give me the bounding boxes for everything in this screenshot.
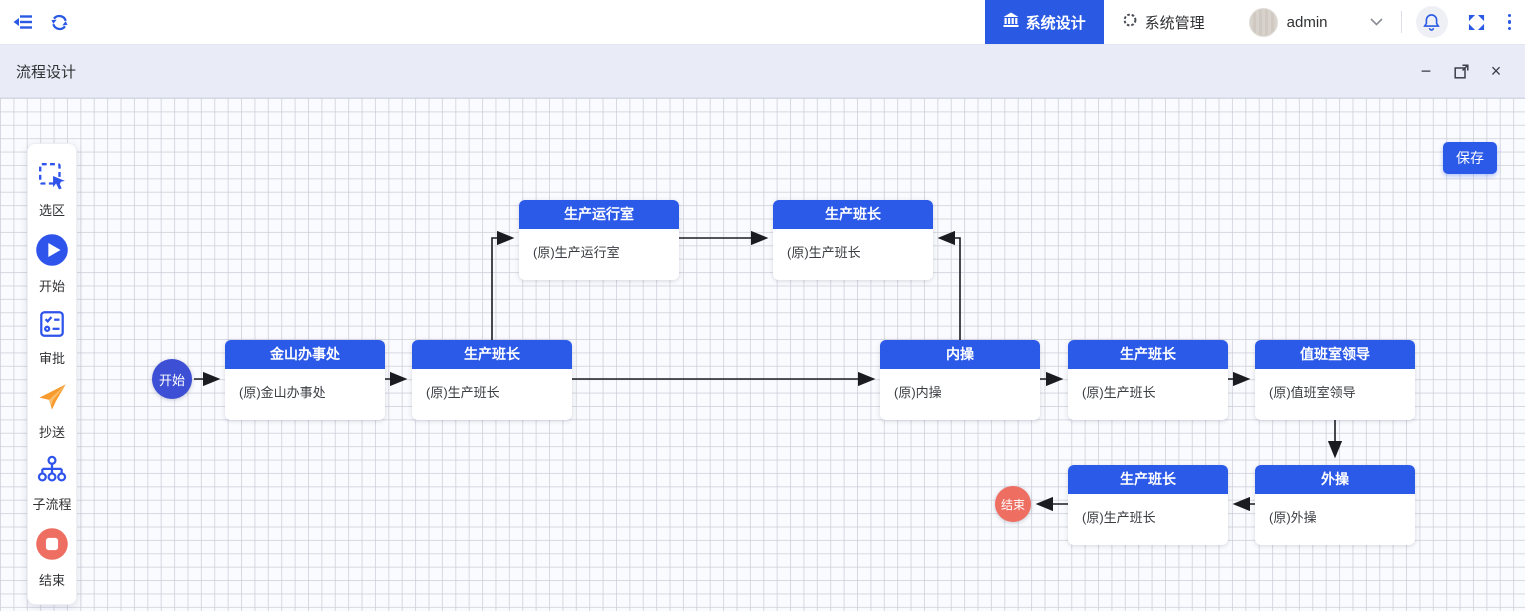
palette-item-label: 审批 <box>38 351 65 366</box>
flow-canvas[interactable]: 选区开始审批抄送子流程结束 开始 结束 保存 生产运行室(原)生产运行室生产班长… <box>0 98 1525 611</box>
gear-icon <box>1122 12 1138 32</box>
tab-label: 系统设计 <box>1025 14 1086 32</box>
flow-node[interactable]: 值班室领导 (原)值班室领导 <box>1255 340 1415 420</box>
save-button[interactable]: 保存 <box>1443 142 1497 174</box>
subprocess-icon <box>37 455 67 490</box>
end-node-label: 结束 <box>1000 497 1025 512</box>
flow-node-subtitle: (原)内操 <box>894 385 942 400</box>
palette-item-approve[interactable]: 审批 <box>37 302 67 374</box>
notification-bell-icon[interactable] <box>1415 6 1448 38</box>
fullscreen-icon[interactable] <box>1464 9 1490 35</box>
flow-node[interactable]: 生产班长 (原)生产班长 <box>773 200 933 280</box>
selection-icon <box>37 161 67 196</box>
palette-item-label: 开始 <box>38 279 65 294</box>
palette-item-end[interactable]: 结束 <box>35 520 69 596</box>
tab-label: 系统管理 <box>1144 14 1205 32</box>
maximize-icon[interactable] <box>1452 62 1470 80</box>
flow-node-subtitle: (原)生产班长 <box>1082 385 1156 400</box>
minimize-icon[interactable]: − <box>1420 61 1432 81</box>
cc-send-icon <box>36 381 68 418</box>
flow-node[interactable]: 外操 (原)外操 <box>1255 465 1415 545</box>
more-options-icon[interactable] <box>1504 13 1525 31</box>
panel-header: 流程设计 − × <box>0 44 1525 98</box>
flow-node[interactable]: 内操 (原)内操 <box>880 340 1040 420</box>
palette-item-label: 抄送 <box>38 425 65 440</box>
refresh-icon[interactable] <box>48 11 70 33</box>
palette-item-subflow[interactable]: 子流程 <box>32 448 72 520</box>
flow-node-title: 生产班长 <box>412 340 572 369</box>
flow-node[interactable]: 金山办事处 (原)金山办事处 <box>225 340 385 420</box>
top-navbar: 系统设计 系统管理 admin <box>0 0 1525 44</box>
flow-node-title: 生产班长 <box>1068 340 1228 369</box>
user-name: admin <box>1286 13 1328 31</box>
node-palette: 选区开始审批抄送子流程结束 <box>27 143 77 605</box>
palette-item-start[interactable]: 开始 <box>35 226 69 302</box>
end-node[interactable]: 结束 <box>995 486 1031 522</box>
palette-item-label: 选区 <box>38 203 65 218</box>
collapse-sidebar-icon[interactable] <box>12 11 34 33</box>
palette-item-cc[interactable]: 抄送 <box>36 374 68 448</box>
avatar <box>1248 7 1278 37</box>
tab-system-management[interactable]: 系统管理 <box>1104 0 1223 44</box>
flow-node-subtitle: (原)外操 <box>1269 510 1317 525</box>
flow-node-title: 金山办事处 <box>225 340 385 369</box>
palette-item-label: 子流程 <box>32 497 72 512</box>
user-menu[interactable]: admin <box>1248 7 1328 37</box>
flow-node-title: 外操 <box>1255 465 1415 494</box>
flow-node-subtitle: (原)生产班长 <box>426 385 500 400</box>
flow-node[interactable]: 生产班长 (原)生产班长 <box>412 340 572 420</box>
navbar-right: 系统设计 系统管理 admin <box>984 0 1525 44</box>
flow-edge <box>937 230 961 340</box>
flow-node-subtitle: (原)生产班长 <box>1082 510 1156 525</box>
flow-node-title: 生产班长 <box>773 200 933 229</box>
flow-node-subtitle: (原)值班室领导 <box>1269 385 1356 400</box>
start-icon <box>35 233 69 272</box>
flow-node[interactable]: 生产运行室 (原)生产运行室 <box>519 200 679 280</box>
flow-node-title: 生产运行室 <box>519 200 679 229</box>
flow-node-title: 值班室领导 <box>1255 340 1415 369</box>
flow-node[interactable]: 生产班长 (原)生产班长 <box>1068 340 1228 420</box>
flow-node-subtitle: (原)生产班长 <box>787 245 861 260</box>
flow-node-subtitle: (原)生产运行室 <box>533 245 620 260</box>
divider <box>1400 11 1402 33</box>
palette-item-label: 结束 <box>38 573 65 588</box>
flow-node[interactable]: 生产班长 (原)生产班长 <box>1068 465 1228 545</box>
bank-icon <box>1003 12 1019 32</box>
flow-node-subtitle: (原)金山办事处 <box>239 385 326 400</box>
tab-system-design[interactable]: 系统设计 <box>984 0 1104 44</box>
navbar-left <box>0 11 70 33</box>
palette-item-select[interactable]: 选区 <box>37 154 67 226</box>
panel-title: 流程设计 <box>16 63 77 81</box>
flow-node-title: 内操 <box>880 340 1040 369</box>
start-node[interactable]: 开始 <box>152 359 192 399</box>
end-icon <box>35 527 69 566</box>
window-controls: − × <box>1417 62 1509 80</box>
flow-node-title: 生产班长 <box>1068 465 1228 494</box>
start-node-label: 开始 <box>158 372 185 388</box>
close-icon[interactable]: × <box>1490 61 1502 81</box>
flow-edge <box>491 230 515 340</box>
chevron-down-icon[interactable] <box>1369 13 1383 31</box>
approval-icon <box>37 309 67 344</box>
